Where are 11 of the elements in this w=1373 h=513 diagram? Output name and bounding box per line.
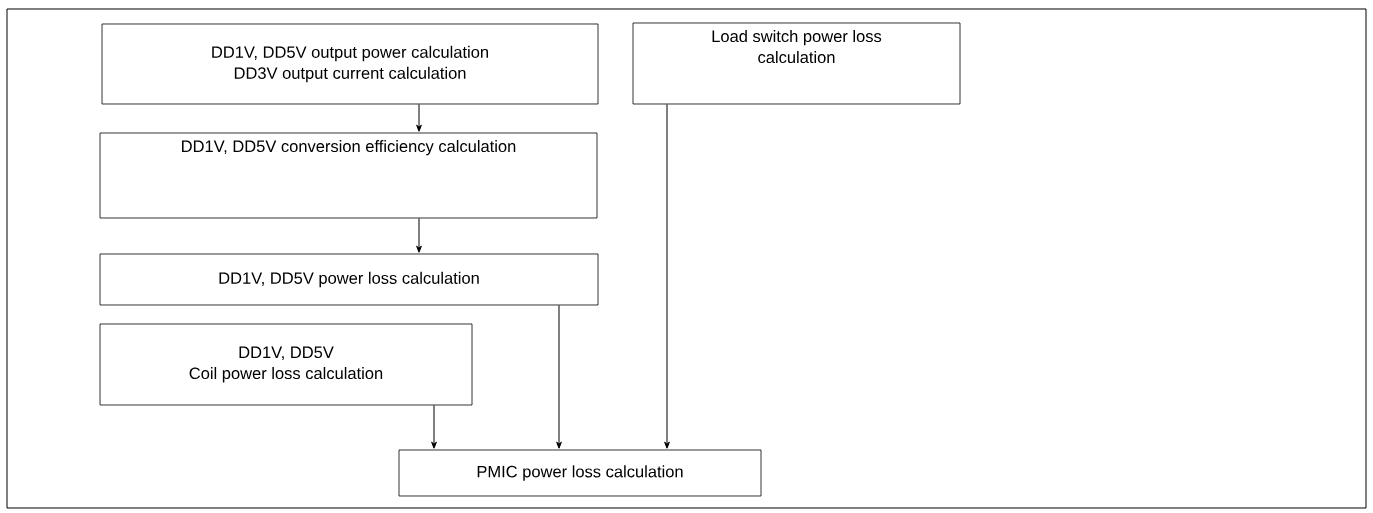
arrow xyxy=(431,404,437,449)
arrow xyxy=(416,103,422,132)
process-box: DD1V, DD5V Coil power loss calculation xyxy=(99,323,473,406)
process-box: DD1V, DD5V output power calculation DD3V output current calculation xyxy=(101,23,599,105)
process-box: PMIC power loss calculation xyxy=(398,449,762,497)
process-box: Load switch power loss calculation xyxy=(632,22,961,105)
arrow xyxy=(416,217,422,253)
arrow xyxy=(556,304,562,449)
process-box: DD1V, DD5V power loss calculation xyxy=(99,253,599,306)
arrow xyxy=(664,103,670,449)
process-box: DD1V, DD5V conversion efficiency calculation xyxy=(99,132,598,219)
